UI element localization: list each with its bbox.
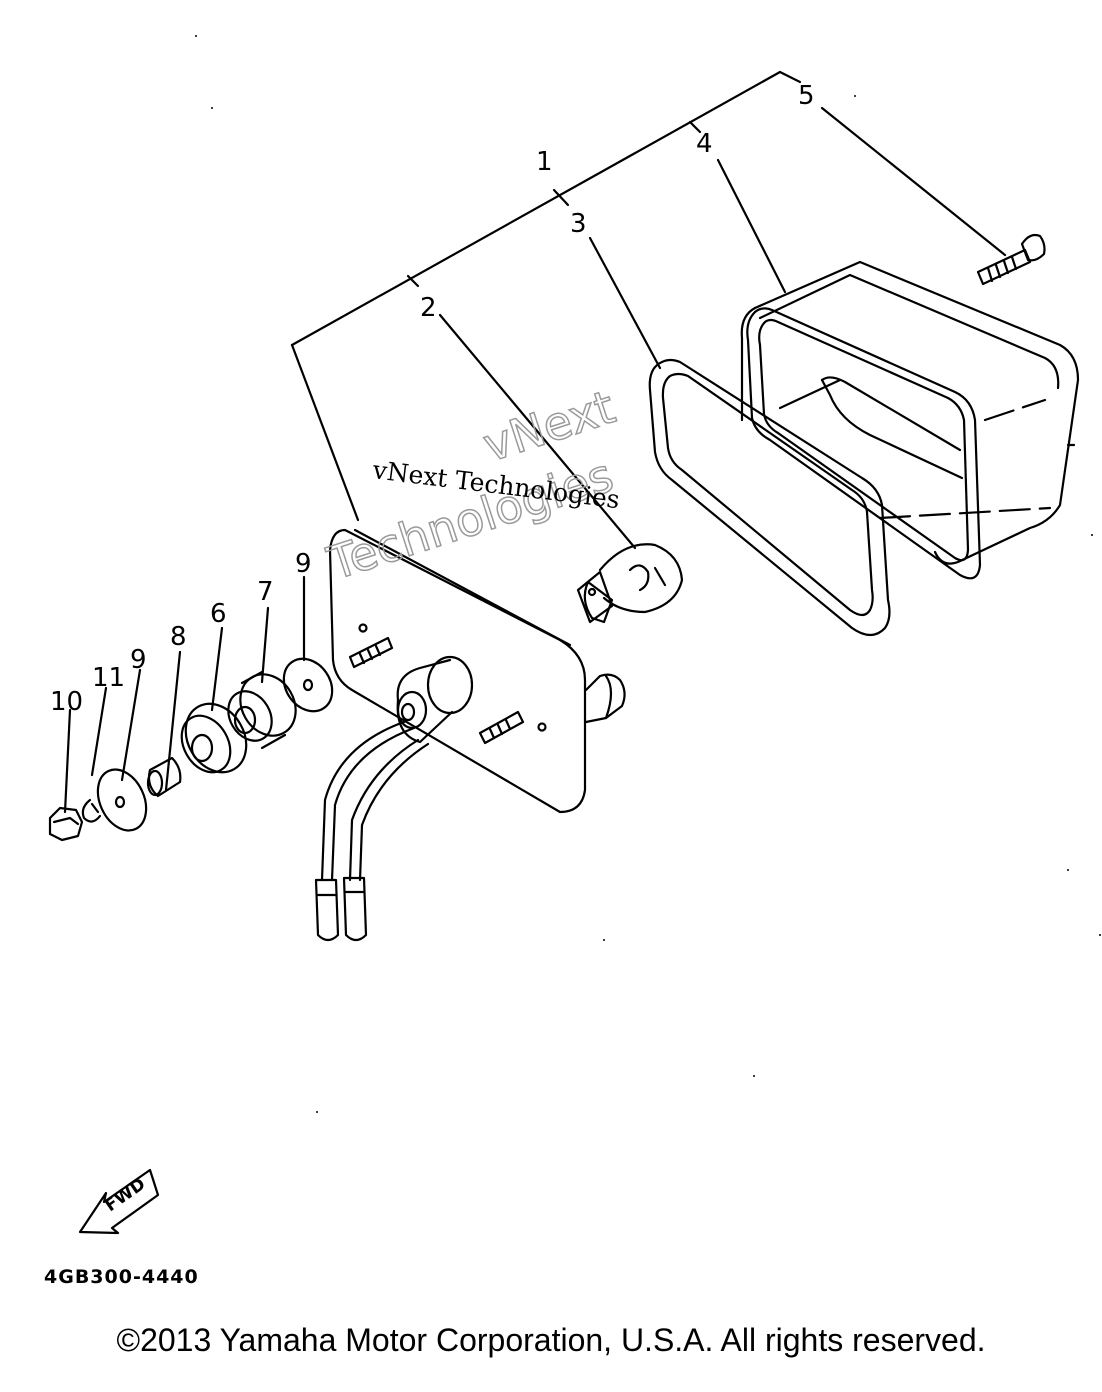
part-6-spacer <box>180 702 248 774</box>
part-2-bulb <box>576 543 684 624</box>
part-5-screw <box>976 233 1046 286</box>
callout-2: 2 <box>420 293 437 323</box>
callout-6: 6 <box>210 599 227 629</box>
part-11-lock-washer <box>81 798 102 823</box>
callout-8: 8 <box>170 622 187 652</box>
watermark: vNext Technologies vNext Technologies <box>320 379 622 592</box>
wire-harness <box>314 720 430 942</box>
part-9-washer-upper <box>282 657 334 713</box>
callout-labels: 1 2 3 4 5 6 7 8 9 9 10 11 <box>50 81 815 717</box>
parts-diagram: vNext Technologies vNext Technologies 1 … <box>44 35 1101 1288</box>
copyright-notice: ©2013 Yamaha Motor Corporation, U.S.A. A… <box>116 1322 986 1358</box>
leader-lines <box>63 106 1007 814</box>
fwd-arrow-icon <box>78 1168 160 1235</box>
scan-specks <box>195 35 1101 1113</box>
callout-10: 10 <box>50 687 83 717</box>
callout-4: 4 <box>696 129 713 159</box>
part-10-nut <box>48 806 84 842</box>
assembly-bracket <box>290 70 802 522</box>
base-plate <box>328 528 626 814</box>
part-3-gasket <box>648 358 891 637</box>
part-4-housing <box>740 260 1080 580</box>
part-9-washer-lower <box>96 768 148 832</box>
part-8-collar <box>146 756 182 798</box>
diagram-code: 4GB300-4440 <box>44 1266 199 1288</box>
callout-11: 11 <box>92 663 125 693</box>
callout-9-lower: 9 <box>130 645 147 675</box>
callout-7: 7 <box>257 577 274 607</box>
callout-3: 3 <box>570 209 587 239</box>
fwd-label: FWD <box>101 1174 149 1216</box>
callout-9-upper: 9 <box>295 549 312 579</box>
callout-1: 1 <box>536 147 553 177</box>
callout-5: 5 <box>798 81 815 111</box>
